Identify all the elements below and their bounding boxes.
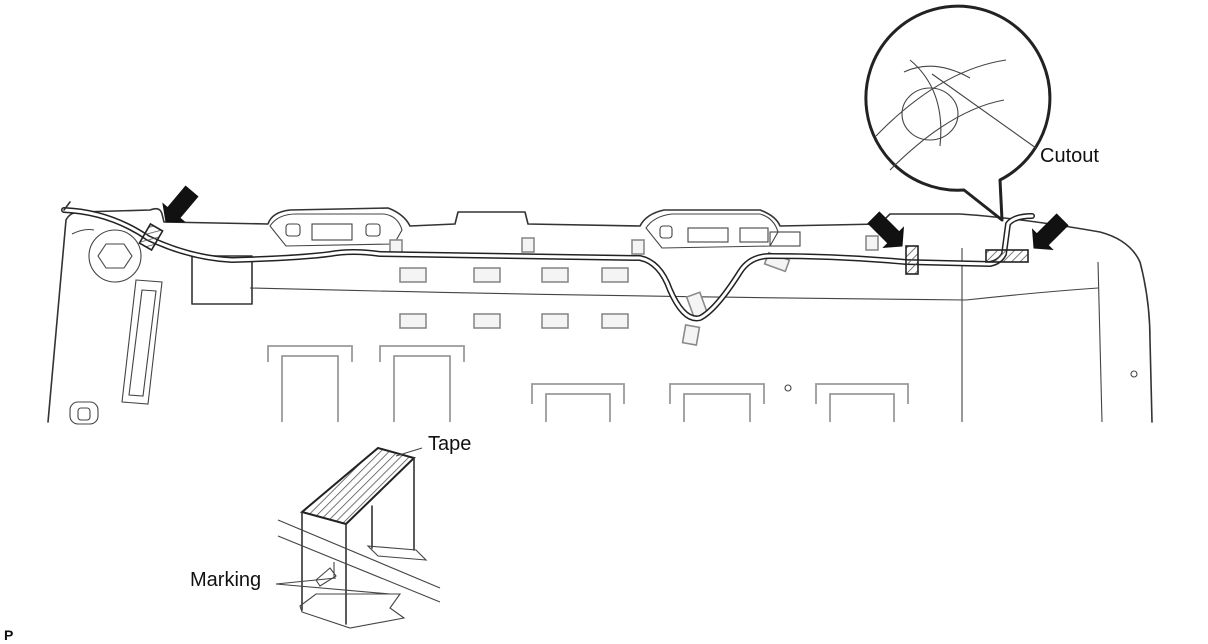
visor-recess-left: [269, 213, 403, 247]
connector-box: [191, 255, 253, 305]
tape-piece-middle: [905, 245, 919, 275]
tape-label: Tape: [428, 433, 471, 455]
cutout-label: Cutout: [1040, 145, 1099, 167]
marking-label: Marking: [190, 569, 261, 591]
tape-piece-right: [985, 249, 1029, 263]
pointer-arrow-left: [162, 185, 199, 223]
panel-boss: [69, 229, 142, 425]
tape-piece-left: [138, 222, 164, 252]
panel-brackets: [267, 345, 1138, 422]
clip-markers: [389, 235, 879, 347]
headliner-panel: [47, 207, 1153, 423]
wire-harness: [61, 201, 1035, 322]
pointer-arrow-right: [1031, 213, 1069, 251]
figure-code: P: [4, 627, 13, 643]
panel-slot: [121, 279, 163, 405]
tape-application-detail: [275, 446, 441, 629]
cutout-detail-callout: [864, 4, 1052, 222]
pointer-arrow-middle: [867, 211, 905, 249]
visor-recess-right: [645, 213, 801, 249]
